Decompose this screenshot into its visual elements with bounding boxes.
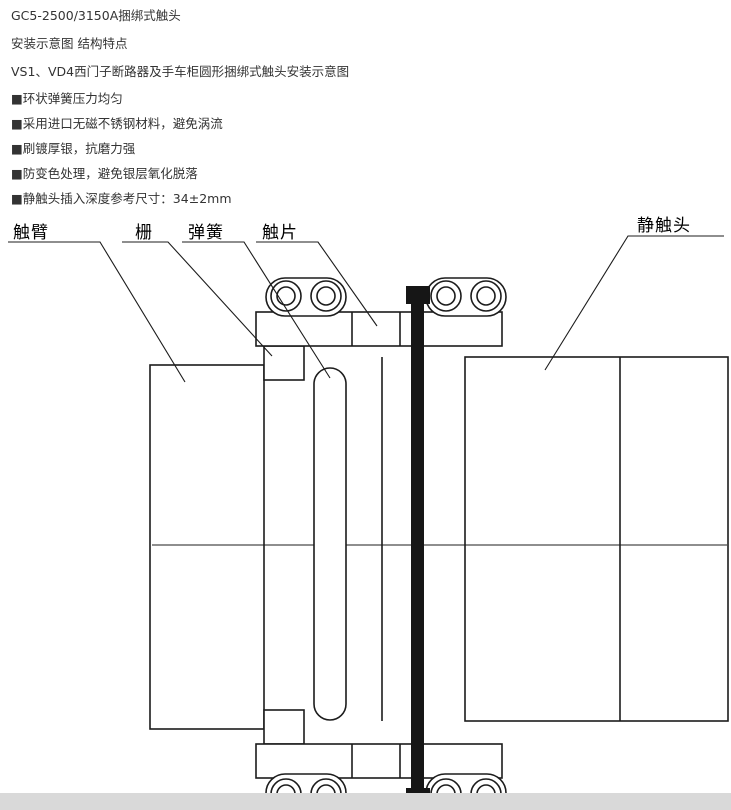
feature-item: ■刷镀厚银，抗磨力强 (11, 141, 136, 156)
doc-subtitle: 安装示意图 结构特点 (11, 36, 128, 51)
page-bottom-divider (0, 793, 731, 810)
contact-blade-bar (406, 286, 430, 806)
feature-item: ■采用进口无磁不锈钢材料，避免涡流 (11, 116, 223, 131)
leader-grid (122, 241, 273, 357)
grid-connectors (263, 345, 305, 745)
label-contact-blade: 触片 (262, 223, 298, 243)
label-contact-arm: 触臂 (13, 223, 49, 243)
ring-spring-rings-top (265, 277, 507, 317)
intro-text-block: GC5-2500/3150A捆绑式触头 安装示意图 结构特点 VS1、VD4西门… (11, 2, 349, 211)
doc-title: GC5-2500/3150A捆绑式触头 (11, 8, 181, 23)
label-grid: 栅 (135, 223, 153, 243)
contact-arm-body (149, 364, 265, 730)
leader-contact-arm (8, 241, 186, 383)
leader-contact-blade (256, 241, 378, 327)
feature-item: ■防变色处理，避免银层氧化脱落 (11, 166, 198, 181)
feature-item: ■环状弹簧压力均匀 (11, 91, 123, 106)
leader-spring (182, 241, 331, 379)
doc-caption: VS1、VD4西门子断路器及手车柜圆形捆绑式触头安装示意图 (11, 64, 350, 79)
label-static-contact: 静触头 (637, 216, 691, 236)
leader-static-contact (544, 235, 724, 371)
feature-item: ■静触头插入深度参考尺寸：34±2mm (11, 191, 232, 206)
label-spring: 弹簧 (188, 223, 224, 243)
label-leader-lines (8, 235, 724, 383)
ring-spring-slot (313, 367, 347, 721)
contact-blade-plates (255, 311, 503, 779)
static-contact-body (464, 356, 729, 722)
